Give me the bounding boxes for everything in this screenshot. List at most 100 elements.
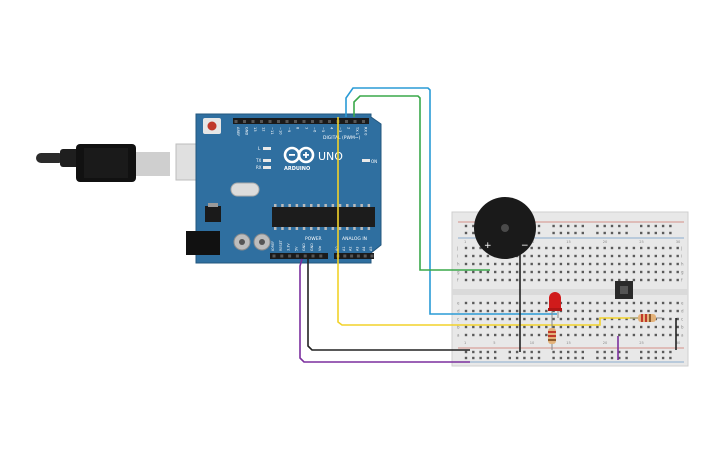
breadboard-hole[interactable]	[545, 270, 548, 274]
breadboard-hole[interactable]	[501, 301, 504, 305]
rail-hole[interactable]	[472, 350, 475, 354]
breadboard-hole[interactable]	[603, 270, 606, 274]
breadboard-hole[interactable]	[486, 301, 490, 305]
breadboard-hole[interactable]	[530, 317, 533, 321]
breadboard-hole[interactable]	[567, 325, 570, 329]
breadboard-hole[interactable]	[545, 278, 548, 282]
breadboard-hole[interactable]	[530, 301, 533, 305]
rail-hole[interactable]	[640, 231, 643, 235]
breadboard-hole[interactable]	[508, 262, 511, 266]
breadboard-hole[interactable]	[632, 254, 636, 258]
breadboard-hole[interactable]	[654, 262, 657, 266]
rail-hole[interactable]	[574, 231, 577, 235]
rail-hole[interactable]	[552, 224, 555, 228]
breadboard-hole[interactable]	[530, 325, 533, 329]
breadboard-hole[interactable]	[486, 325, 490, 329]
rail-hole[interactable]	[603, 350, 606, 354]
rail-hole[interactable]	[581, 356, 584, 360]
digital-pin-socket[interactable]	[243, 120, 246, 123]
breadboard-hole[interactable]	[486, 254, 490, 258]
breadboard-hole[interactable]	[479, 278, 482, 282]
rail-hole[interactable]	[567, 231, 570, 235]
breadboard-hole[interactable]	[596, 301, 599, 305]
breadboard-hole[interactable]	[647, 301, 650, 305]
rail-hole[interactable]	[603, 356, 606, 360]
breadboard-hole[interactable]	[581, 262, 584, 266]
rail-hole[interactable]	[486, 356, 490, 360]
analog-pin-socket[interactable]	[363, 254, 367, 258]
breadboard-hole[interactable]	[559, 270, 563, 274]
breadboard-hole[interactable]	[567, 278, 570, 282]
analog-pin-socket[interactable]	[356, 254, 360, 258]
breadboard-hole[interactable]	[559, 246, 563, 250]
analog-pin-socket[interactable]	[370, 254, 374, 258]
rail-hole[interactable]	[574, 224, 577, 228]
breadboard-hole[interactable]	[581, 301, 584, 305]
breadboard-hole[interactable]	[574, 301, 577, 305]
breadboard-hole[interactable]	[479, 270, 482, 274]
digital-pin-socket[interactable]	[234, 120, 238, 123]
breadboard-hole[interactable]	[618, 301, 621, 305]
breadboard-hole[interactable]	[472, 246, 475, 250]
breadboard-hole[interactable]	[530, 254, 533, 258]
breadboard-hole[interactable]	[661, 333, 665, 337]
rail-hole[interactable]	[567, 224, 570, 228]
breadboard-hole[interactable]	[508, 333, 511, 337]
breadboard-hole[interactable]	[464, 325, 468, 329]
analog-pin-socket[interactable]	[343, 254, 347, 258]
breadboard-hole[interactable]	[515, 333, 519, 337]
red-led[interactable]	[548, 292, 562, 322]
breadboard-hole[interactable]	[654, 325, 657, 329]
breadboard-hole[interactable]	[640, 325, 643, 329]
breadboard-hole[interactable]	[567, 246, 570, 250]
breadboard-hole[interactable]	[581, 278, 584, 282]
breadboard-hole[interactable]	[472, 317, 475, 321]
breadboard-hole[interactable]	[486, 262, 490, 266]
digital-pin-socket[interactable]	[277, 120, 280, 123]
breadboard-hole[interactable]	[581, 333, 584, 337]
digital-pin-socket[interactable]	[268, 120, 272, 123]
breadboard-hole[interactable]	[464, 270, 468, 274]
breadboard-hole[interactable]	[588, 270, 592, 274]
breadboard-hole[interactable]	[596, 317, 599, 321]
breadboard-hole[interactable]	[640, 278, 643, 282]
breadboard-hole[interactable]	[632, 325, 636, 329]
rail-hole[interactable]	[552, 356, 555, 360]
power-pin-socket[interactable]	[288, 254, 292, 258]
power-pin-socket[interactable]	[280, 254, 284, 258]
digital-header[interactable]	[233, 118, 369, 124]
breadboard-hole[interactable]	[537, 270, 541, 274]
breadboard-hole[interactable]	[545, 325, 548, 329]
breadboard-hole[interactable]	[559, 278, 563, 282]
rail-hole[interactable]	[610, 356, 614, 360]
breadboard-hole[interactable]	[486, 309, 490, 313]
breadboard-hole[interactable]	[669, 309, 672, 313]
breadboard-hole[interactable]	[661, 270, 665, 274]
breadboard-hole[interactable]	[661, 309, 665, 313]
rail-hole[interactable]	[515, 356, 519, 360]
breadboard-hole[interactable]	[581, 317, 584, 321]
breadboard-hole[interactable]	[610, 309, 614, 313]
breadboard-hole[interactable]	[640, 301, 643, 305]
rail-hole[interactable]	[625, 224, 628, 228]
rail-hole[interactable]	[581, 350, 584, 354]
breadboard-hole[interactable]	[596, 262, 599, 266]
breadboard-hole[interactable]	[552, 317, 555, 321]
breadboard-hole[interactable]	[574, 309, 577, 313]
rail-hole[interactable]	[559, 356, 563, 360]
breadboard-hole[interactable]	[581, 309, 584, 313]
rail-hole[interactable]	[559, 350, 563, 354]
rail-hole[interactable]	[669, 350, 672, 354]
analog-header[interactable]	[334, 253, 374, 259]
rail-hole[interactable]	[669, 231, 672, 235]
breadboard-hole[interactable]	[472, 325, 475, 329]
rail-hole[interactable]	[669, 356, 672, 360]
rail-hole[interactable]	[654, 224, 657, 228]
breadboard-hole[interactable]	[567, 333, 570, 337]
breadboard-hole[interactable]	[574, 325, 577, 329]
rail-hole[interactable]	[618, 356, 621, 360]
rail-hole[interactable]	[596, 350, 599, 354]
rail-hole[interactable]	[603, 224, 606, 228]
rail-hole[interactable]	[530, 350, 533, 354]
rail-hole[interactable]	[508, 350, 511, 354]
